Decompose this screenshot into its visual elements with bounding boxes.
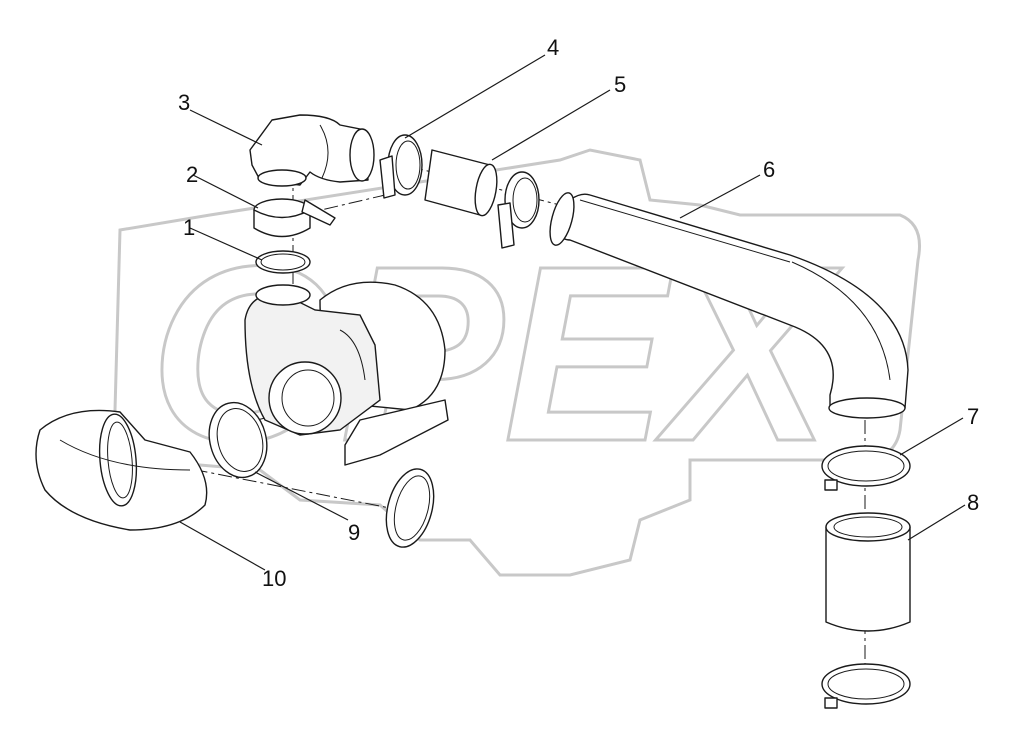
o-ring-inner xyxy=(260,253,306,271)
leader-10 xyxy=(179,521,266,571)
leader-5 xyxy=(491,89,611,161)
callout-9: 9 xyxy=(348,520,360,545)
hose-clamp-7-top-screw xyxy=(824,479,838,491)
hose-5-end xyxy=(474,163,498,217)
leader-9 xyxy=(254,471,349,521)
turbo-inlet-port xyxy=(268,361,342,435)
pipe-6-end-lower xyxy=(828,397,906,419)
elbow-outlet-flange-end xyxy=(349,128,375,182)
elbow-outlet-body xyxy=(249,114,369,186)
clamp-5b xyxy=(497,171,540,249)
callout-3: 3 xyxy=(178,90,190,115)
leader-2 xyxy=(192,174,259,209)
callout-7: 7 xyxy=(967,404,979,429)
hose-8-top xyxy=(825,512,911,542)
leader-1 xyxy=(189,227,263,261)
turbo-outlet-port xyxy=(255,284,311,306)
clamp-2-band xyxy=(253,209,311,238)
turbo-inlet-bore xyxy=(281,369,335,427)
elbow-outlet-base xyxy=(257,169,307,187)
pipe-6 xyxy=(549,192,909,419)
o-ring xyxy=(255,250,311,274)
hose-8-body xyxy=(825,526,911,632)
callout-1: 1 xyxy=(183,215,195,240)
hose-5 xyxy=(424,149,498,217)
clamp-5b-bolt xyxy=(497,202,515,249)
hose-8 xyxy=(825,512,911,632)
elbow-outlet-ridge xyxy=(319,124,329,179)
clamp-4-inner xyxy=(395,140,421,190)
callout-8: 8 xyxy=(967,490,979,515)
elbow-intake-bend-line xyxy=(59,439,191,471)
leader-6 xyxy=(679,174,761,219)
clamp-2 xyxy=(253,198,336,238)
turbocharger xyxy=(244,281,449,466)
leader-8 xyxy=(907,504,966,541)
clamp-5b-inner xyxy=(512,177,538,223)
clamp-4 xyxy=(379,134,423,199)
leader-4 xyxy=(404,54,546,139)
callout-5: 5 xyxy=(614,72,626,97)
hose-clamp-9-left xyxy=(208,401,268,479)
leader-lines xyxy=(179,54,966,571)
clamp-5b-band xyxy=(504,171,540,229)
callout-6: 6 xyxy=(763,157,775,182)
hose-clamp-7-bottom-inner xyxy=(827,668,905,700)
turbo-detail-line xyxy=(339,329,366,381)
leader-7 xyxy=(899,417,964,456)
callout-2: 2 xyxy=(186,162,198,187)
leader-3 xyxy=(189,109,263,146)
hose-8-top-inner xyxy=(833,516,903,538)
axis-outlet-link xyxy=(299,194,386,216)
pipe-6-highlight xyxy=(579,199,791,263)
hose-clamp-7-bottom-screw xyxy=(824,697,838,709)
hose-clamp-9-right-inner xyxy=(393,475,431,541)
elbow-intake-mouth-inner xyxy=(107,421,133,499)
hose-clamp-7-bottom xyxy=(821,663,911,705)
elbow-outlet xyxy=(249,114,375,187)
o-ring-outer xyxy=(255,250,311,274)
clamp-2-bolt xyxy=(301,199,336,226)
hose-clamp-7-top-inner xyxy=(827,450,905,482)
callout-10: 10 xyxy=(262,566,286,591)
callout-4: 4 xyxy=(547,35,559,60)
hose-clamp-7-top xyxy=(821,445,911,487)
hose-clamp-7 xyxy=(821,445,911,709)
hose-clamp-9 xyxy=(208,401,435,548)
elbow-intake-10 xyxy=(35,409,208,531)
axis-intake xyxy=(119,454,401,511)
pipe-6-end-upper xyxy=(549,192,575,246)
clamp-4-bolt xyxy=(379,155,396,199)
callouts: 2 1 3 4 5 6 7 8 9 10 xyxy=(178,35,979,591)
turbo-mounting-foot xyxy=(344,399,449,466)
hose-clamp-9-right xyxy=(385,468,435,548)
pipe-6-bend-line xyxy=(791,261,891,381)
hose-clamp-9-left-inner xyxy=(216,408,264,472)
